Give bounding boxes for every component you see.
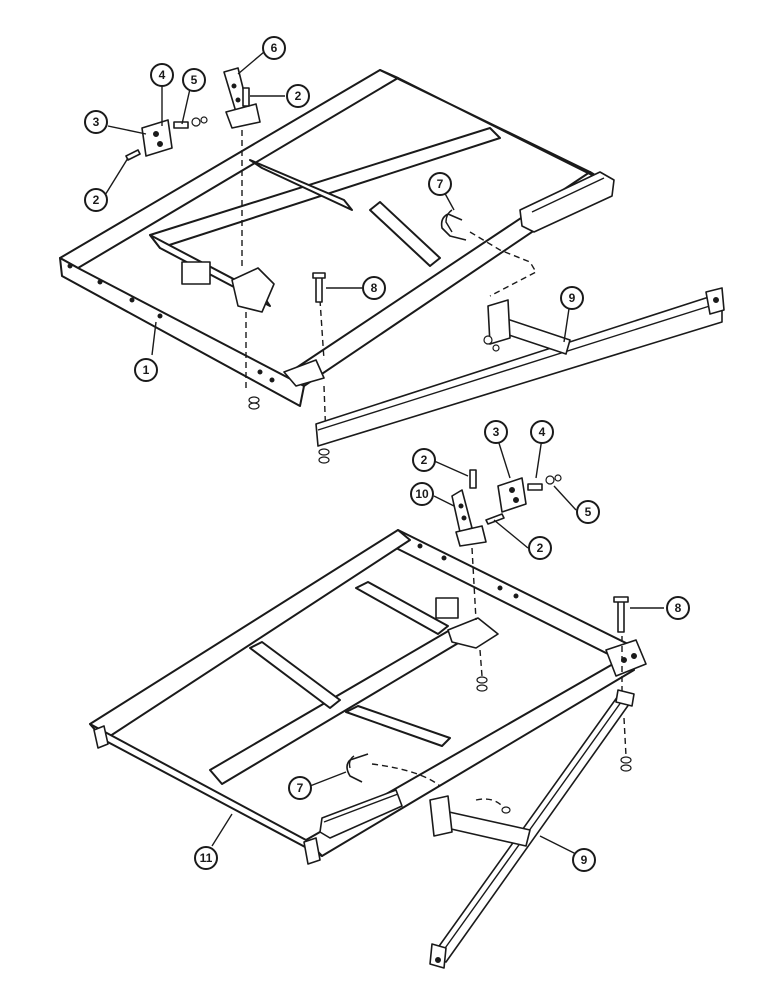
lower-hitch-bracket [319,789,403,839]
callout-5-label: 5 [191,73,198,87]
lower-bolt-8 [613,596,629,633]
callout-2-label: 2 [93,193,100,207]
upper-center-hitch-plate [231,267,275,313]
callout-2-lower-top: 2 [412,448,436,472]
lower-left-end-tab [93,725,109,749]
upper-bracket-6 [223,67,261,129]
upper-bolt-2a [242,87,250,107]
lower-nuts [476,676,632,814]
lower-center-hitch-plate [447,617,499,649]
upper-bolt-8 [312,272,326,303]
callout-8-upper: 8 [362,276,386,300]
upper-hitch-bracket [519,171,615,233]
callout-11: 11 [194,846,218,870]
callout-5-label: 5 [585,505,592,519]
upper-frame-left-rail [59,257,305,407]
lower-assembly-lines [371,547,627,809]
callout-4-label: 4 [159,68,166,82]
lower-frame-center-beam [209,629,461,785]
callout-8-label: 8 [371,281,378,295]
callout-2-label: 2 [421,453,428,467]
callout-4-upper: 4 [150,63,174,87]
callout-3-upper: 3 [84,110,108,134]
callout-3-label: 3 [93,115,100,129]
upper-frame-rear-rail [59,69,399,269]
lower-nuts-5 [527,474,562,491]
lower-mount-block [435,597,459,619]
lower-front-end-tab [303,837,321,865]
callout-11-label: 11 [200,851,213,865]
callout-9-label: 9 [569,291,576,305]
upper-corner-plate [283,359,325,387]
callout-9-label: 9 [581,853,588,867]
callout-9-lower: 9 [572,848,596,872]
callout-2-upper-left: 2 [84,188,108,212]
callout-2-label: 2 [295,89,302,103]
callout-1-label: 1 [143,363,150,377]
callout-5-upper: 5 [182,68,206,92]
callout-2-lower-bottom: 2 [528,536,552,560]
callout-4-label: 4 [539,425,546,439]
callout-10: 10 [410,482,434,506]
upper-frame-cross-member-b [249,159,353,211]
callout-6: 6 [262,36,286,60]
upper-mount-block [181,261,211,285]
lower-bracket-10 [451,489,487,547]
callout-6-label: 6 [271,41,278,55]
callout-7-lower: 7 [288,776,312,800]
upper-frame-assembly [59,69,615,407]
lower-frame-cross-c [345,705,451,747]
lower-draw-bar-9 [429,689,635,969]
callout-2-upper-right: 2 [286,84,310,108]
upper-nuts [248,396,330,464]
upper-u-bolt-7 [440,209,467,241]
lower-bolt-2b [485,513,505,525]
lower-frame-cross-b [355,581,449,635]
callout-8-label: 8 [675,601,682,615]
upper-rail-holes [67,263,275,383]
lower-rail-holes [417,543,519,599]
upper-draw-bar-9 [315,287,725,447]
callout-8-lower: 8 [666,596,690,620]
callout-10-label: 10 [415,487,429,501]
lower-clamp-block-3 [497,477,527,513]
lower-bolt-2a [469,469,477,489]
callout-3-lower: 3 [484,420,508,444]
callout-7-label: 7 [297,781,304,795]
upper-nuts-5 [173,116,208,129]
callout-7-label: 7 [437,177,444,191]
callout-1: 1 [134,358,158,382]
callout-3-label: 3 [493,425,500,439]
lower-frame-assembly [89,529,647,865]
upper-frame-cross-member-c [369,201,441,267]
upper-clamp-block-3 [141,119,173,157]
callout-5-lower: 5 [576,500,600,524]
callout-7-upper: 7 [428,172,452,196]
callout-2-label: 2 [537,541,544,555]
lower-u-bolt-7 [346,753,369,783]
callout-4-lower: 4 [530,420,554,444]
callout-9-upper: 9 [560,286,584,310]
lower-frame-cross-a [249,641,341,709]
